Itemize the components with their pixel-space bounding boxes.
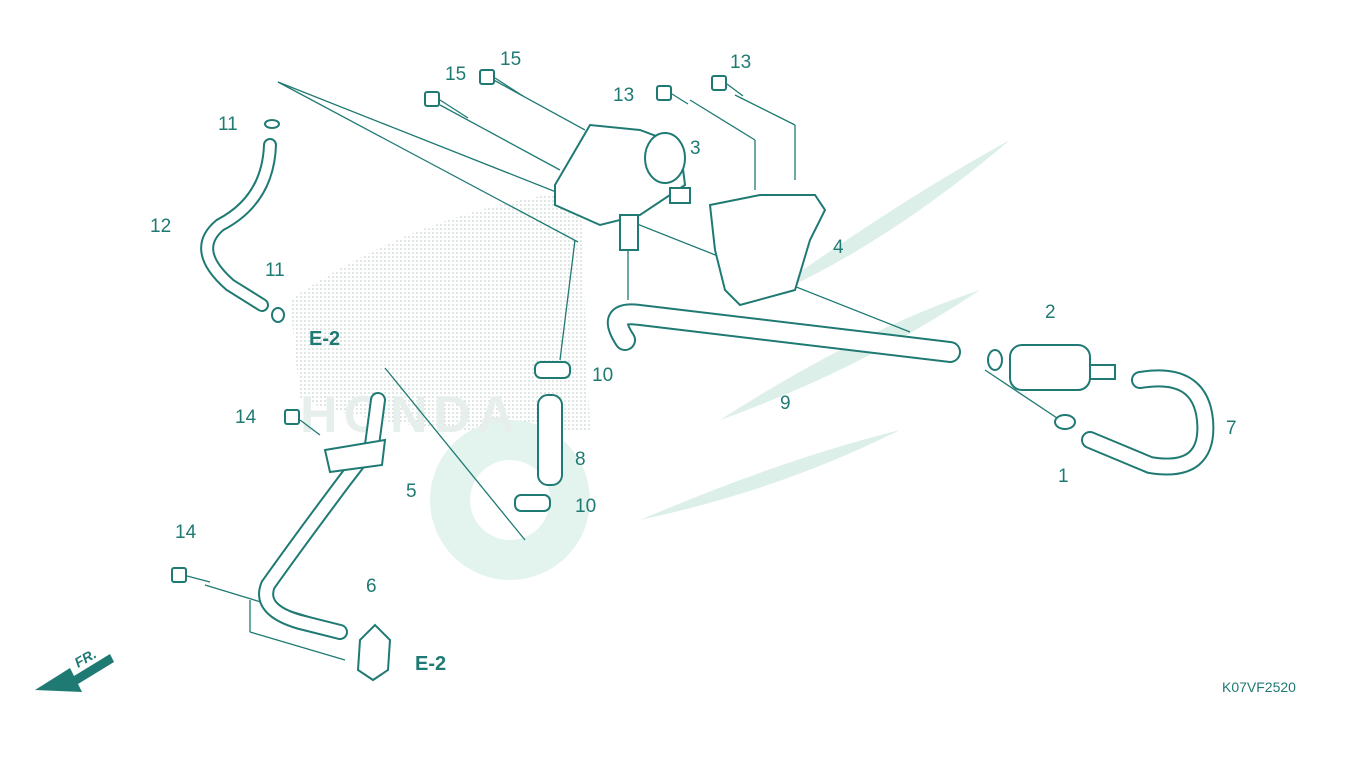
- callout-15b: 15: [500, 49, 521, 70]
- callout-9: 9: [780, 393, 791, 414]
- part-2-filter: [987, 344, 1116, 391]
- part-6-gasket: [356, 623, 392, 682]
- part-15-bolt: [479, 69, 524, 97]
- part-3-air-valve: [554, 123, 691, 251]
- part-14-bolt: [284, 409, 321, 436]
- callout-8: 8: [575, 449, 586, 470]
- callout-14b: 14: [175, 522, 197, 543]
- callout-10b: 10: [575, 496, 596, 517]
- part-1-clip: [1054, 414, 1076, 430]
- callouts: 15 15 13 13 3 4 11 12 11 2 9 10 7 1 14 8…: [150, 49, 1237, 597]
- part-13-bolt: [656, 85, 689, 105]
- callout-13b: 13: [730, 52, 751, 73]
- diagram-code: K07VF2520: [1222, 679, 1296, 695]
- callout-11a: 11: [218, 114, 238, 135]
- part-15-bolt: [424, 91, 469, 119]
- callout-12: 12: [150, 216, 171, 237]
- callout-3: 3: [690, 138, 701, 159]
- ref-e2-top: E-2: [309, 328, 340, 350]
- watermark-text: HONDA: [300, 386, 521, 444]
- part-8-tube: [537, 394, 563, 486]
- part-10-clamp-bottom: [514, 494, 551, 512]
- callout-14a: 14: [235, 407, 257, 428]
- part-4-bracket: [708, 194, 827, 307]
- callout-2: 2: [1045, 302, 1056, 323]
- part-11-clip-bottom: [271, 307, 285, 323]
- callout-4: 4: [833, 237, 844, 258]
- part-14-bolt: [171, 567, 211, 583]
- callout-6: 6: [366, 576, 377, 597]
- ref-e2-bottom: E-2: [415, 653, 446, 675]
- callout-1: 1: [1058, 466, 1069, 487]
- part-13-bolt: [711, 75, 744, 97]
- callout-5: 5: [406, 481, 417, 502]
- callout-11b: 11: [265, 260, 285, 281]
- front-direction-arrow-icon: [35, 654, 114, 692]
- part-10-clamp-top: [534, 361, 571, 379]
- callout-15a: 15: [445, 64, 466, 85]
- callout-7: 7: [1226, 418, 1237, 439]
- part-11-clip-top: [264, 119, 280, 129]
- callout-10a: 10: [592, 365, 613, 386]
- callout-13a: 13: [613, 85, 634, 106]
